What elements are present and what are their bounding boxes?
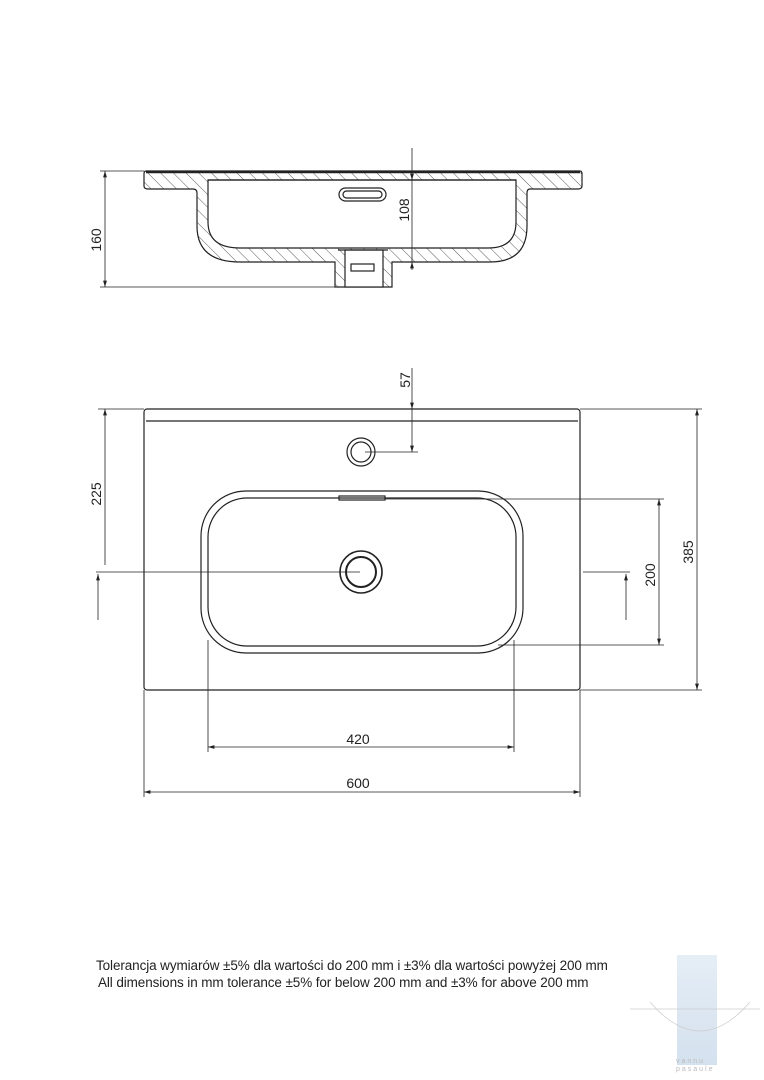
dim-label-160: 160	[88, 228, 104, 252]
tolerance-note-pl: Tolerancja wymiarów ±5% dla wartości do …	[96, 958, 608, 973]
dim-label-225: 225	[88, 482, 104, 506]
plan-dimensions	[96, 368, 702, 797]
basin-outline	[143, 408, 581, 691]
dim-label-420: 420	[346, 731, 370, 747]
basin-inner-cavity	[207, 179, 517, 249]
plan-view	[143, 408, 581, 691]
dim-label-385: 385	[680, 540, 696, 564]
watermark-text: vannu pasaule	[676, 1058, 715, 1073]
section-dimensions	[100, 148, 414, 288]
section-view	[143, 170, 583, 288]
overflow-slot	[338, 187, 387, 202]
overflow-mark	[338, 495, 386, 501]
dim-label-108: 108	[396, 198, 412, 222]
dim-label-200: 200	[642, 563, 658, 587]
tolerance-note-en: All dimensions in mm tolerance ±5% for b…	[98, 975, 589, 990]
watermark-arc	[630, 1001, 760, 1032]
watermark-logo	[677, 955, 717, 1065]
dim-label-600: 600	[346, 775, 370, 791]
dim-label-57: 57	[397, 372, 413, 388]
